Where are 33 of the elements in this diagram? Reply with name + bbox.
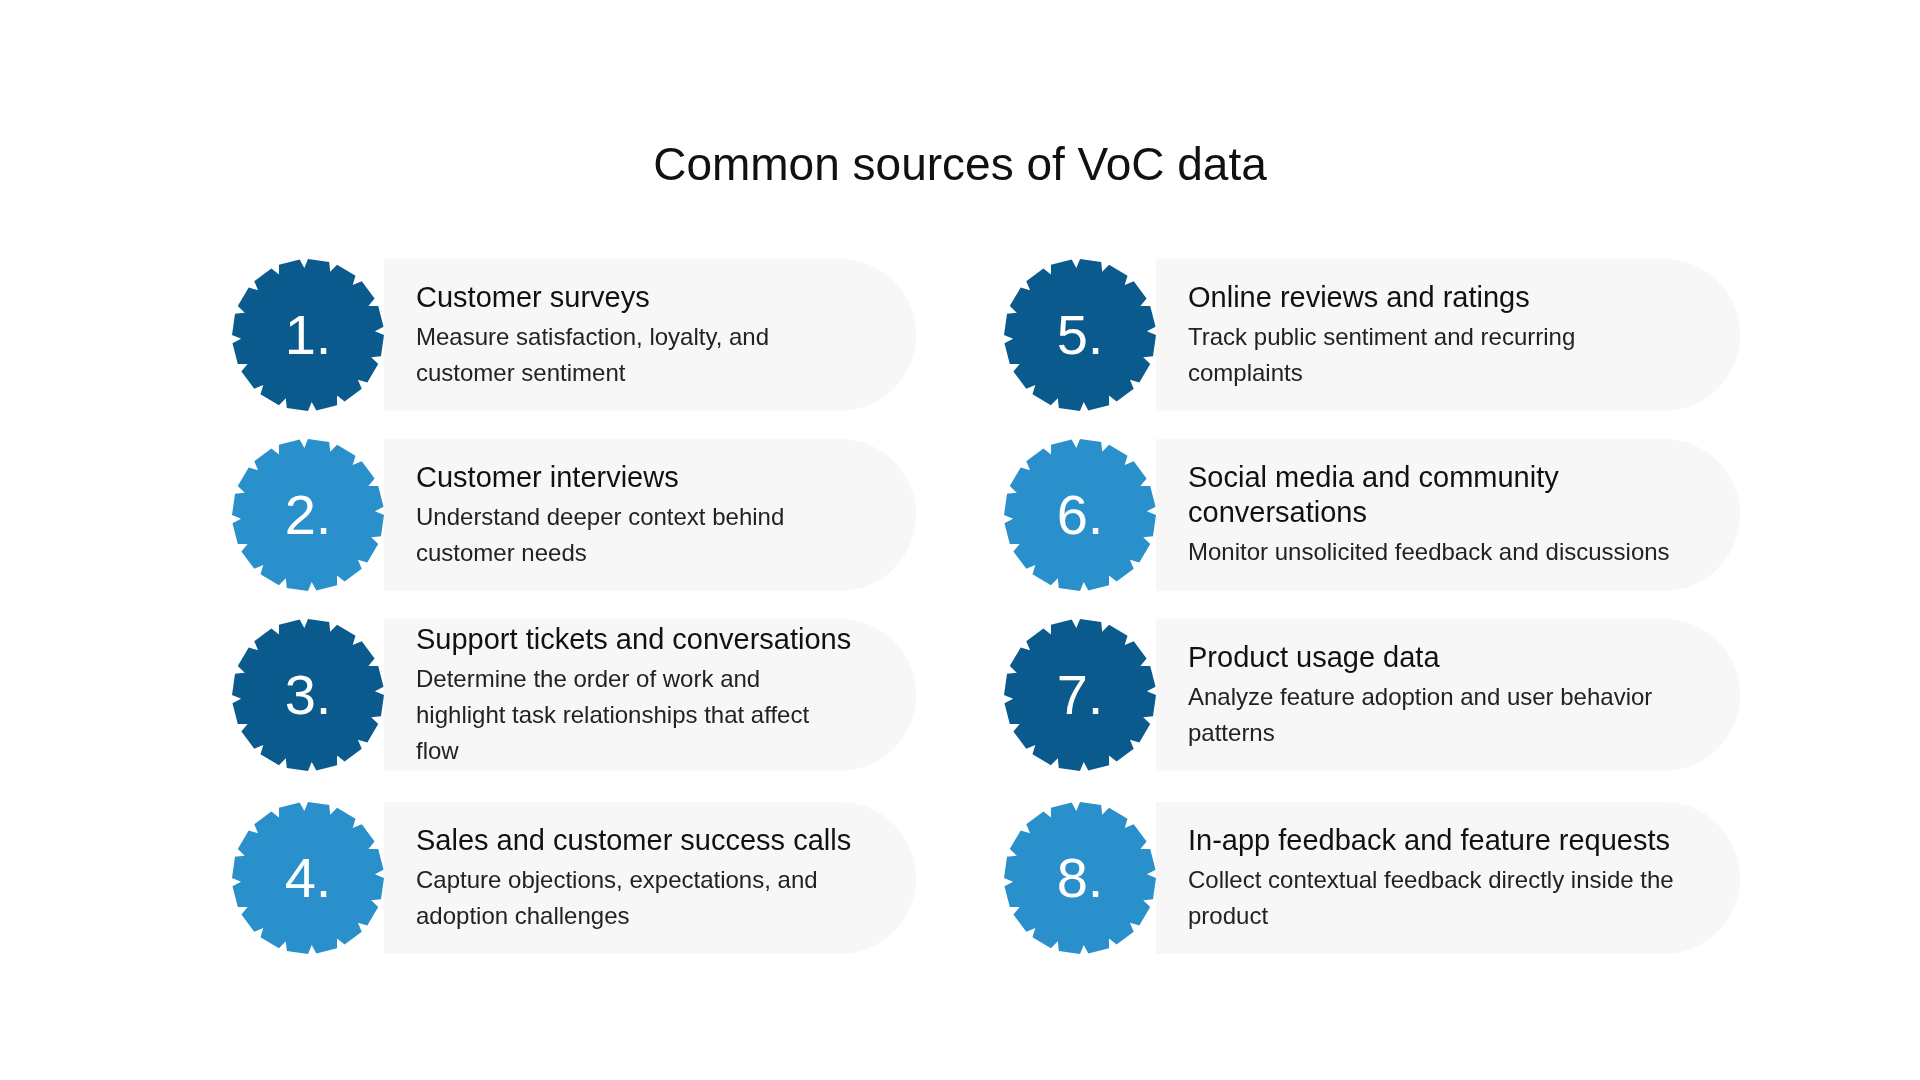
item-card [384, 802, 916, 954]
item-heading: Online reviews and ratings [1188, 279, 1531, 315]
item-card [1156, 259, 1740, 411]
number-badge: 1. [232, 259, 384, 411]
item-heading: In-app feedback and feature requests [1188, 822, 1672, 858]
item-card [1156, 619, 1740, 771]
item-description: Collect contextual feedback directly inside the product [1188, 864, 1675, 931]
item-heading: Sales and customer success calls [416, 822, 852, 858]
number-badge: 6. [1004, 439, 1156, 591]
number-badge: 2. [232, 439, 384, 591]
item-card [1156, 439, 1740, 591]
item-heading: Customer surveys [416, 279, 651, 315]
item-description: Understand deeper context behind customer needs [416, 501, 786, 568]
number-badge: 8. [1004, 802, 1156, 954]
item-description: Measure satisfaction, loyalty, and customer sentiment [416, 321, 771, 388]
item-heading: Customer interviews [416, 459, 680, 495]
title: Common sources of VoC data [652, 137, 1268, 192]
item-card [384, 259, 916, 411]
item-description: Monitor unsolicited feedback and discussions [1188, 537, 1671, 567]
item-description: Analyze feature adoption and user behavior patterns [1188, 681, 1654, 748]
number-badge: 4. [232, 802, 384, 954]
item-heading: Support tickets and conversations [416, 621, 852, 657]
item-description: Determine the order of work and highlight task relationships that affect flow [416, 663, 811, 766]
item-heading: Product usage data [1188, 639, 1441, 675]
number-badge: 7. [1004, 619, 1156, 771]
item-description: Capture objections, expectations, and adoption challenges [416, 864, 819, 931]
item-card [1156, 802, 1740, 954]
item-description: Track public sentiment and recurring complaints [1188, 321, 1577, 388]
item-heading: Social media and community conversations [1188, 460, 1560, 530]
number-badge: 5. [1004, 259, 1156, 411]
number-badge: 3. [232, 619, 384, 771]
item-card [384, 619, 916, 771]
item-card [384, 439, 916, 591]
